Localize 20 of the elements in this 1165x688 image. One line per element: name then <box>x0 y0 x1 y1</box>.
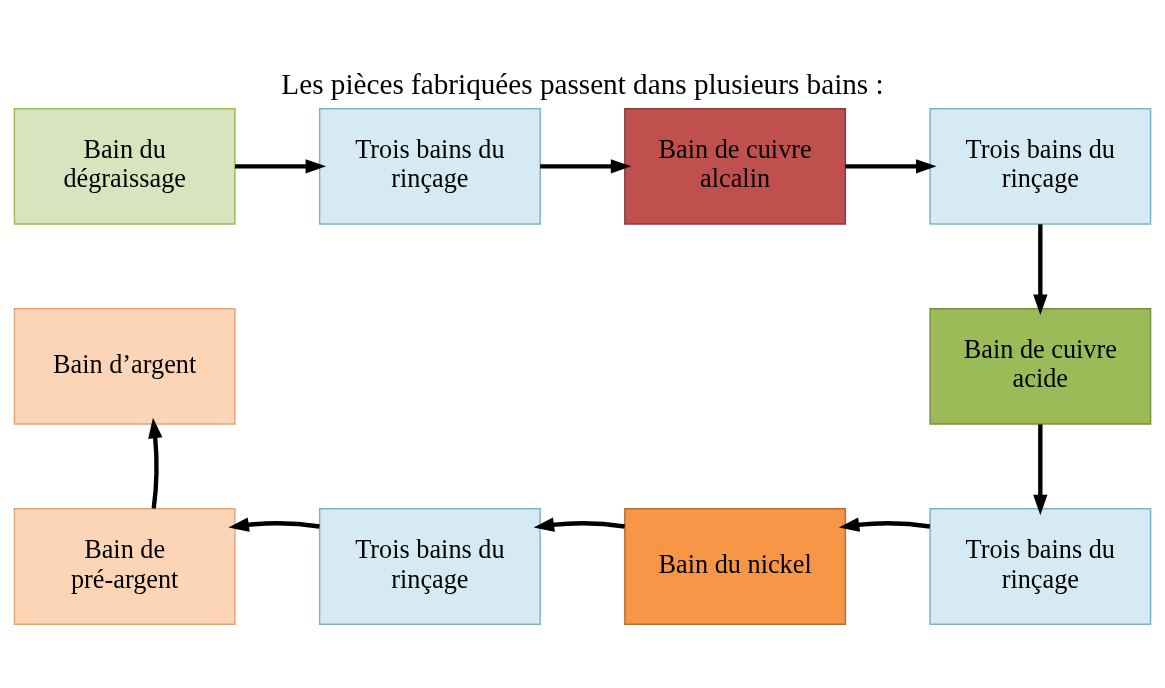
node-box: Trois bains du rinçage <box>929 507 1152 625</box>
diagram-title: Les pièces fabriquées passent dans plusieurs bains : <box>281 67 884 100</box>
arrow <box>228 517 320 532</box>
arrow <box>533 517 625 532</box>
arrow <box>845 158 937 173</box>
node-box: Bain du nickel <box>624 507 847 625</box>
node-box: Trois bains du rinçage <box>929 107 1152 225</box>
node-box: Bain de cuivre alcalin <box>624 107 847 225</box>
node-box: Trois bains du rinçage <box>318 107 541 225</box>
arrow <box>1033 423 1048 515</box>
arrow <box>148 417 163 509</box>
node-box: Bain du dégraissage <box>13 107 236 225</box>
arrow <box>1033 223 1048 315</box>
node-box: Trois bains du rinçage <box>318 507 541 625</box>
node-box: Bain de pré-argent <box>13 507 236 625</box>
node-box: Bain d’argent <box>13 307 236 425</box>
arrow <box>540 158 632 173</box>
node-box: Bain de cuivre acide <box>929 307 1152 425</box>
arrow <box>838 517 931 532</box>
arrow <box>234 158 327 173</box>
